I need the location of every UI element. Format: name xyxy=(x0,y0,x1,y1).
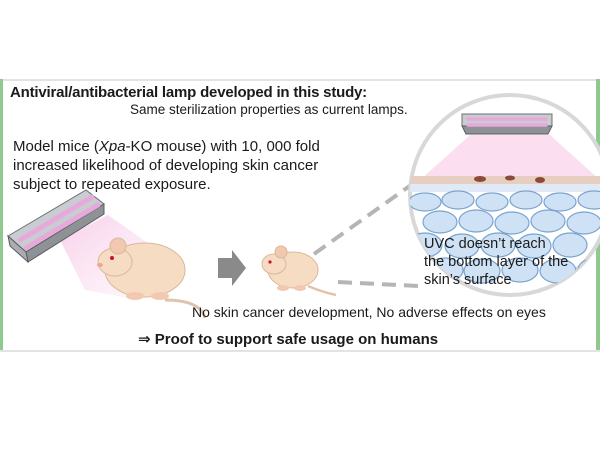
model-mice-description: Model mice (Xpa-KO mouse) with 10, 000 f… xyxy=(13,137,373,194)
uvc-line-1: UVC doesn’t reach xyxy=(424,236,546,252)
model-line-2: increased likelihood of developing skin … xyxy=(13,157,319,174)
skin-cross-section-icon xyxy=(408,93,600,297)
heading-text: Antiviral/antibacterial lamp developed i… xyxy=(10,84,367,101)
model-line-3: subject to repeated exposure. xyxy=(13,176,211,193)
model-line-1-italic: Xpa xyxy=(98,138,126,155)
frame-top-border xyxy=(0,79,600,81)
uvc-line-3: skin’s surface xyxy=(424,272,512,288)
mouse-small-icon xyxy=(261,245,337,297)
uv-lamp-right-icon xyxy=(461,113,553,135)
arrow-right-icon xyxy=(218,250,246,286)
uv-lamp-left-icon xyxy=(7,189,105,264)
model-line-1: Model mice (Xpa-KO mouse) with 10, 000 f… xyxy=(13,137,373,156)
mouse-big-icon xyxy=(97,237,207,319)
uvc-line-2: the bottom layer of the xyxy=(424,254,569,270)
frame-left-accent xyxy=(0,79,3,350)
zoom-line-bottom xyxy=(337,280,419,288)
model-line-1-pre: Model mice ( xyxy=(13,138,99,155)
frame-bottom-border xyxy=(0,350,600,352)
subheading-text: Same sterilization properties as current… xyxy=(130,102,408,117)
result-text: No skin cancer development, No adverse e… xyxy=(192,304,546,320)
conclusion-text: ⇒ Proof to support safe usage on humans xyxy=(138,331,439,348)
uvc-description: UVC doesn’t reach the bottom layer of th… xyxy=(424,235,600,289)
model-line-1-post: -KO mouse) with 10, 000 fold xyxy=(125,138,320,155)
